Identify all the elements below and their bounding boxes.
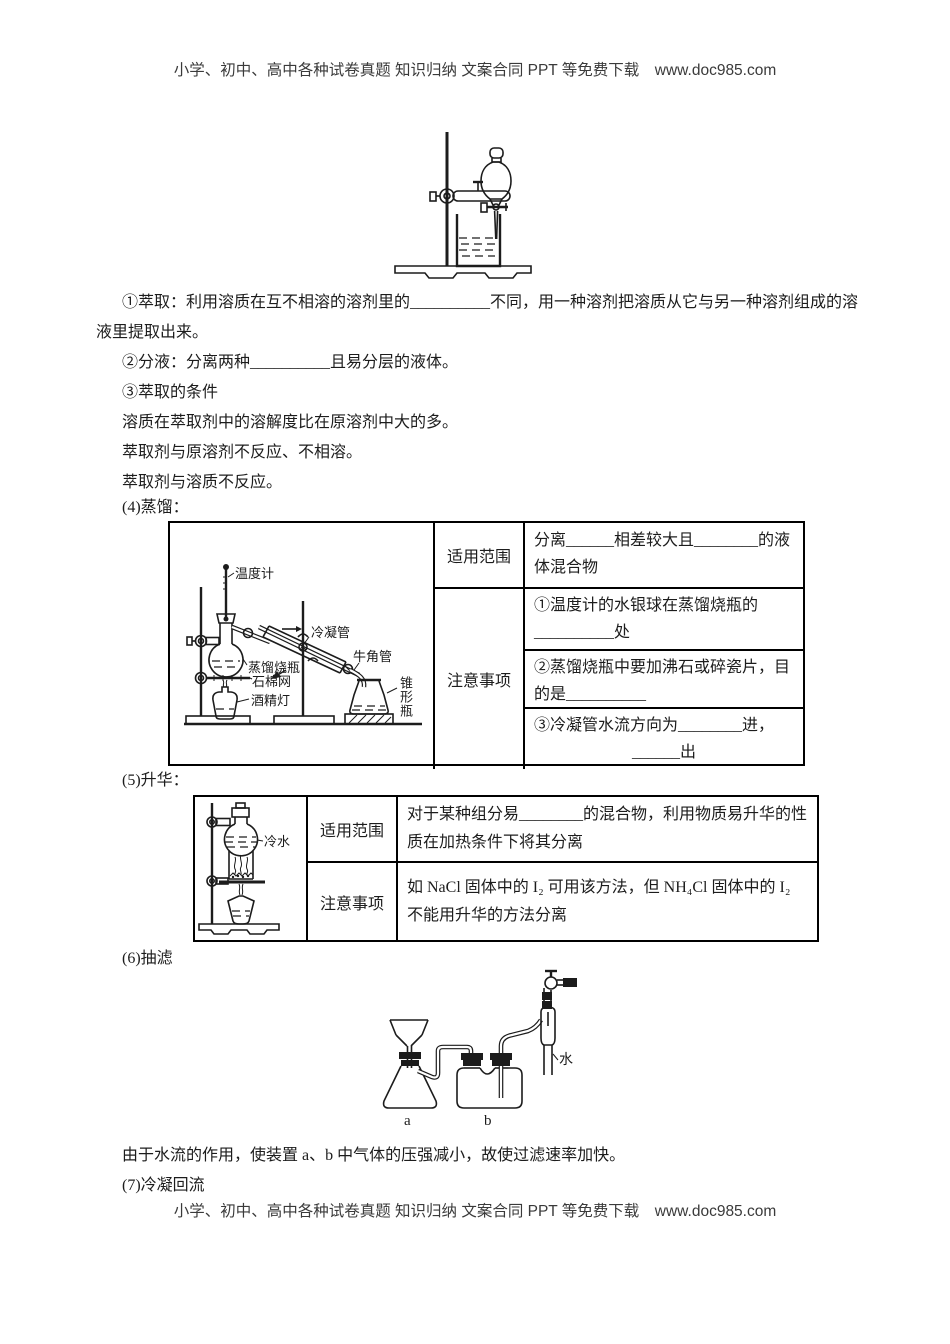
distillation-note-3-line-1: ③冷凝管水流方向为________进， [534, 717, 775, 734]
distilling-flask [208, 613, 244, 678]
cold-water-flask [223, 802, 259, 857]
extraction-condition-2: 萃取剂与原溶剂不反应、不相溶。 [122, 444, 363, 461]
alcohol-lamp-label: 酒精灯 [251, 693, 291, 708]
adapter-label: 牛角管 [353, 649, 393, 664]
filter-flask [382, 1052, 438, 1109]
distillation-scope-header: 适用范围 [433, 523, 523, 587]
left-stand [185, 587, 251, 725]
connecting-tube-a-to-b [417, 1044, 474, 1080]
page-footer-text: 小学、初中、高中各种试卷真题 知识归纳 文案合同 PPT 等免费下载 www.d… [173, 1203, 777, 1220]
separating-funnel-diagram [394, 132, 532, 279]
clamp [429, 180, 511, 204]
sublimation-notes-text: 如 NaCl 固体中的 I₂ 可用该方法，但 NH₄Cl 固体中的 I₂ 不能用… [396, 861, 817, 940]
distillation-diagram-cell: 温度计 冷凝管 牛角管 蒸馏烧瓶 石棉网 酒精灯 锥形瓶 [170, 523, 433, 769]
reflux-heading: (7)冷凝回流 [122, 1177, 205, 1194]
distillation-note-3: ③冷凝管水流方向为________进， ______出 [523, 707, 803, 769]
conical-flask [344, 678, 394, 725]
adapter-tube [348, 667, 367, 688]
distillation-notes-header: 注意事项 [433, 587, 523, 769]
extraction-conditions-item-3: ③萃取的条件 [122, 384, 219, 401]
distillation-table: 温度计 冷凝管 牛角管 蒸馏烧瓶 石棉网 酒精灯 锥形瓶 适用范围 分离____… [168, 521, 805, 769]
water-flow-arrows [271, 626, 302, 679]
extraction-item-1: ①萃取：利用溶质在互不相溶的溶剂里的__________不同，用一种溶剂把溶质从… [96, 294, 859, 341]
sublimation-scope-header: 适用范围 [306, 797, 396, 861]
distilling-flask-label: 蒸馏烧瓶 [248, 660, 301, 675]
sublimation-apparatus-diagram [198, 802, 280, 935]
extraction-text-block: ①萃取：利用溶质在互不相溶的溶剂里的__________不同，用一种溶剂把溶质从… [96, 288, 858, 498]
filtration-explanation: 由于水流的作用，使装置 a、b 中气体的压强减小，故使过滤速率加快。 [122, 1147, 626, 1164]
water-aspirator [540, 969, 577, 1075]
sublimation-table: 冷水 适用范围 对于某种组分易________的混合物，利用物质易升华的性质在加… [193, 795, 819, 942]
separating-funnel-figure [390, 118, 605, 290]
beaker [455, 214, 502, 268]
distillation-apparatus-diagram [184, 564, 422, 726]
distillation-note-2: ②蒸馏烧瓶中要加沸石或碎瓷片，目的是__________ [523, 649, 803, 707]
distillation-note-3-line-2: ______出 [631, 744, 696, 761]
distillation-scope-text: 分离______相差较大且________的液体混合物 [523, 523, 803, 587]
filtration-heading: (6)抽滤 [122, 950, 173, 967]
sublimation-vessel [228, 851, 254, 880]
sublimation-heading: (5)升华： [122, 772, 189, 789]
safety-bottle [456, 1018, 543, 1109]
extraction-condition-1: 溶质在萃取剂中的溶解度比在原溶剂中大的多。 [122, 414, 459, 431]
ring-stand [198, 803, 280, 935]
alcohol-lamp [212, 679, 238, 720]
page-header-text: 小学、初中、高中各种试卷真题 知识归纳 文案合同 PPT 等免费下载 www.d… [173, 62, 777, 79]
distillation-heading: (4)蒸馏： [122, 499, 189, 516]
cold-water-label: 冷水 [264, 834, 291, 849]
stopcock [480, 202, 508, 213]
sublimation-diagram-cell: 冷水 [195, 797, 306, 940]
conical-flask-label: 锥形瓶 [398, 676, 413, 718]
thermometer-label: 温度计 [235, 566, 275, 581]
extraction-condition-3: 萃取剂与溶质不反应。 [122, 474, 283, 491]
water-leader [552, 1053, 559, 1061]
condenser [231, 624, 360, 678]
suction-filtration-diagram [382, 969, 577, 1109]
suction-filtration-figure: a b 水 [340, 968, 625, 1140]
alcohol-lamp [227, 883, 255, 925]
thermometer [223, 564, 229, 622]
label-leader-lines [227, 572, 398, 703]
faucet [544, 969, 577, 990]
condenser-label: 冷凝管 [311, 625, 351, 640]
liquid-separation-item-2: ②分液：分离两种__________且易分层的液体。 [122, 354, 459, 371]
cold-water-leader [256, 839, 264, 842]
distillation-note-1: ①温度计的水银球在蒸馏烧瓶的__________处 [523, 587, 803, 649]
water-label: 水 [559, 1053, 573, 1068]
sublimation-notes-header: 注意事项 [306, 861, 396, 940]
wire-gauze [206, 675, 250, 681]
flask-a-label: a [404, 1113, 411, 1129]
bottle-b-label: b [484, 1113, 492, 1129]
wire-gauze-label: 石棉网 [252, 674, 292, 689]
right-stand [273, 601, 335, 725]
sublimation-scope-text: 对于某种组分易________的混合物，利用物质易升华的性质在加热条件下将其分离 [396, 797, 817, 861]
separating-funnel [480, 147, 512, 240]
